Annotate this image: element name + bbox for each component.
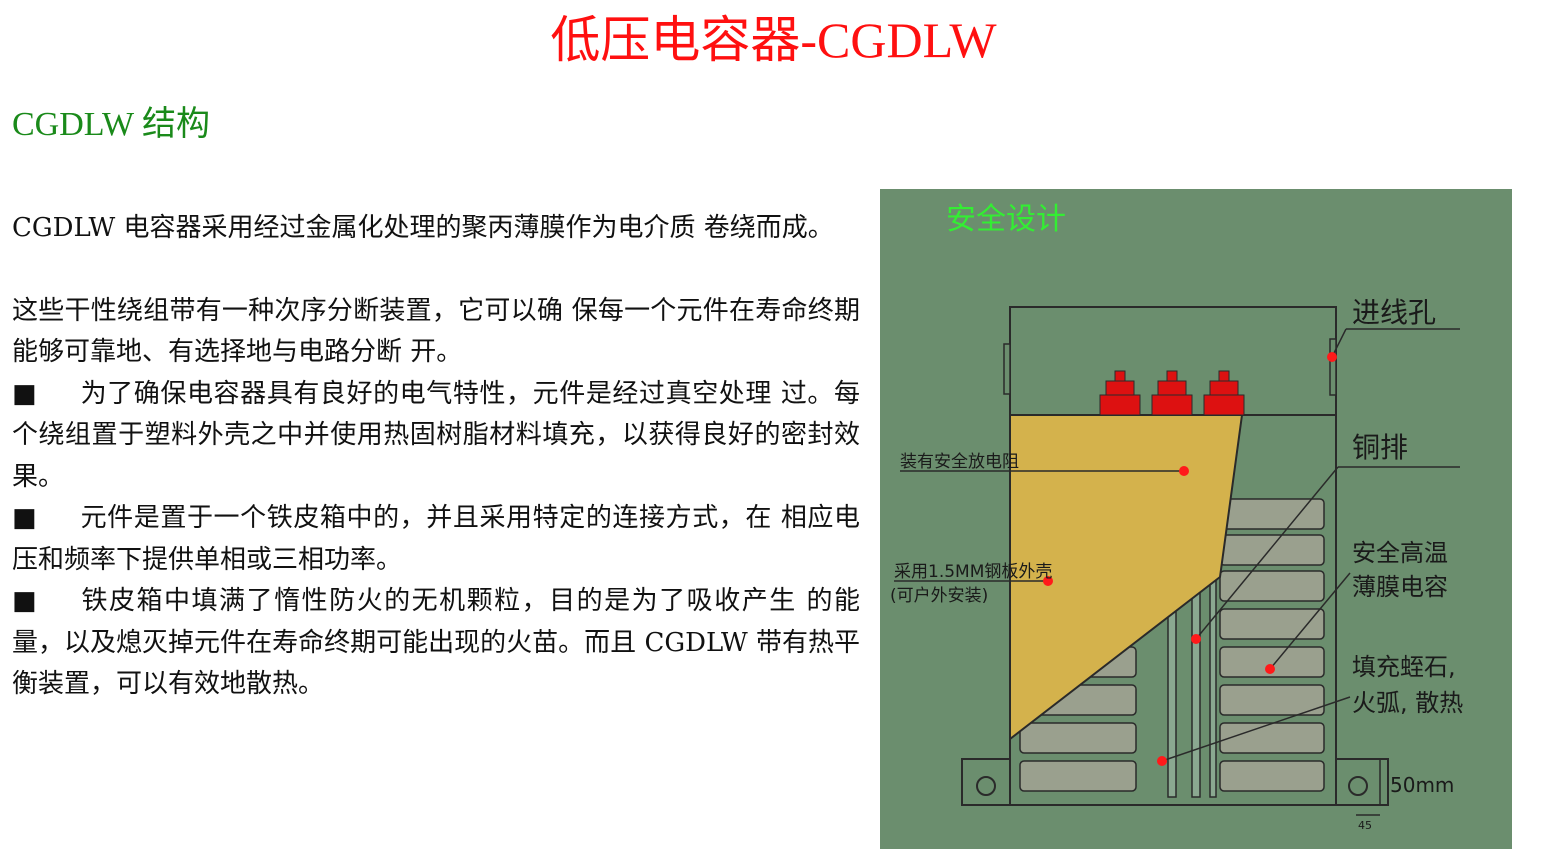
fill-label-1: 填充蛭石, — [1352, 653, 1456, 681]
left-mounting-hole — [976, 776, 996, 796]
section-heading: CGDLW 结构 — [12, 106, 211, 143]
bullet-text: 铁皮箱中填满了惰性防火的无机颗粒，目的是为了吸收产生 的能量，以及熄灭掉元件在寿… — [12, 586, 860, 699]
capacitor-label-2: 薄膜电容 — [1352, 573, 1448, 601]
paragraph-intro: CGDLW 电容器采用经过金属化处理的聚丙薄膜作为电介质 卷绕而成。 — [12, 213, 834, 243]
terminals — [1099, 370, 1245, 416]
description-text: CGDLW 电容器采用经过金属化处理的聚丙薄膜作为电介质 卷绕而成。 这些干性绕… — [12, 208, 860, 706]
casing-label-2: (可户外安装) — [890, 586, 988, 606]
right-bracket — [1329, 338, 1337, 396]
bullet-square-icon: ■ — [12, 586, 37, 616]
bullet-item-vacuum: ■为了确保电容器具有良好的电气特性，元件是经过真空处理 过。每个绕组置于塑料外壳… — [12, 374, 860, 499]
right-mounting-hole — [1348, 776, 1368, 796]
left-bracket — [1003, 343, 1011, 395]
small-dimension-label: 45 — [1358, 819, 1372, 832]
left-foot — [961, 758, 1011, 806]
structure-diagram: 安全设计 — [880, 189, 1512, 849]
bullet-text: 元件是置于一个铁皮箱中的，并且采用特定的连接方式，在 相应电压和频率下提供单相或… — [12, 503, 860, 575]
callout-dots — [1043, 352, 1337, 766]
right-foot — [1335, 758, 1389, 806]
leader-lines — [894, 328, 1460, 816]
page-title: 低压电容器-CGDLW — [550, 12, 997, 68]
bullet-square-icon: ■ — [12, 378, 37, 409]
busbar-label: 铜排 — [1352, 431, 1408, 464]
capacitor-cells-right — [1219, 498, 1325, 792]
bullet-square-icon: ■ — [12, 503, 37, 533]
inlet-label: 进线孔 — [1352, 296, 1436, 329]
diagram-heading: 安全设计 — [946, 202, 1066, 237]
paragraph-breaking-device: 这些干性绕组带有一种次序分断装置，它可以确 保每一个元件在寿命终期能够可靠地、有… — [12, 295, 860, 368]
bullet-item-fill: ■铁皮箱中填满了惰性防火的无机颗粒，目的是为了吸收产生 的能量，以及熄灭掉元件在… — [12, 581, 860, 706]
fill-label-2: 火弧, 散热 — [1352, 689, 1463, 717]
capacitor-cutaway-svg: 安全设计 — [890, 202, 1463, 832]
capacitor-label-1: 安全高温 — [1352, 539, 1448, 567]
bullet-text: 为了确保电容器具有良好的电气特性，元件是经过真空处理 过。每个绕组置于塑料外壳之… — [12, 378, 860, 492]
bullet-item-steel-box: ■元件是置于一个铁皮箱中的，并且采用特定的连接方式，在 相应电压和频率下提供单相… — [12, 498, 860, 581]
dimension-label: 50mm — [1390, 773, 1454, 797]
resistor-label: 装有安全放电阻 — [900, 452, 1019, 472]
casing-label-1: 采用1.5MM钢板外壳 — [894, 562, 1052, 582]
